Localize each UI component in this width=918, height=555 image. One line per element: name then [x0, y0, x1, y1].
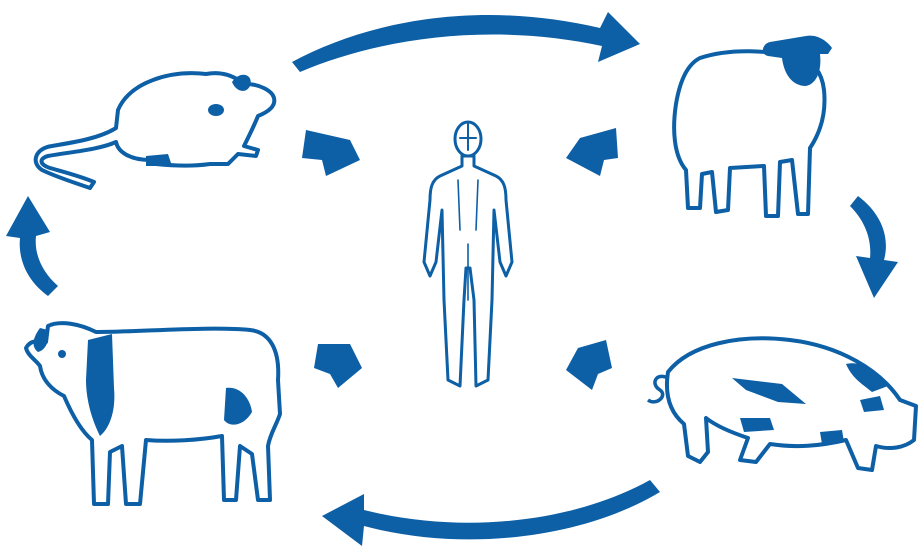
arrow-rat-to-human [302, 130, 360, 176]
arrow-sheep-to-human [566, 128, 618, 176]
pig-icon [648, 338, 916, 470]
arrow-cow-to-rat [6, 196, 58, 296]
sheep-icon [674, 36, 832, 216]
arrow-pig-to-cow [322, 480, 660, 546]
cow-icon [26, 323, 280, 504]
arrow-sheep-to-pig [850, 196, 898, 298]
arrow-rat-to-sheep [292, 12, 640, 72]
arrow-cow-to-human [314, 344, 362, 388]
rat-icon [36, 73, 275, 188]
arrow-pig-to-human [566, 340, 612, 390]
human-figure-icon [424, 122, 512, 386]
